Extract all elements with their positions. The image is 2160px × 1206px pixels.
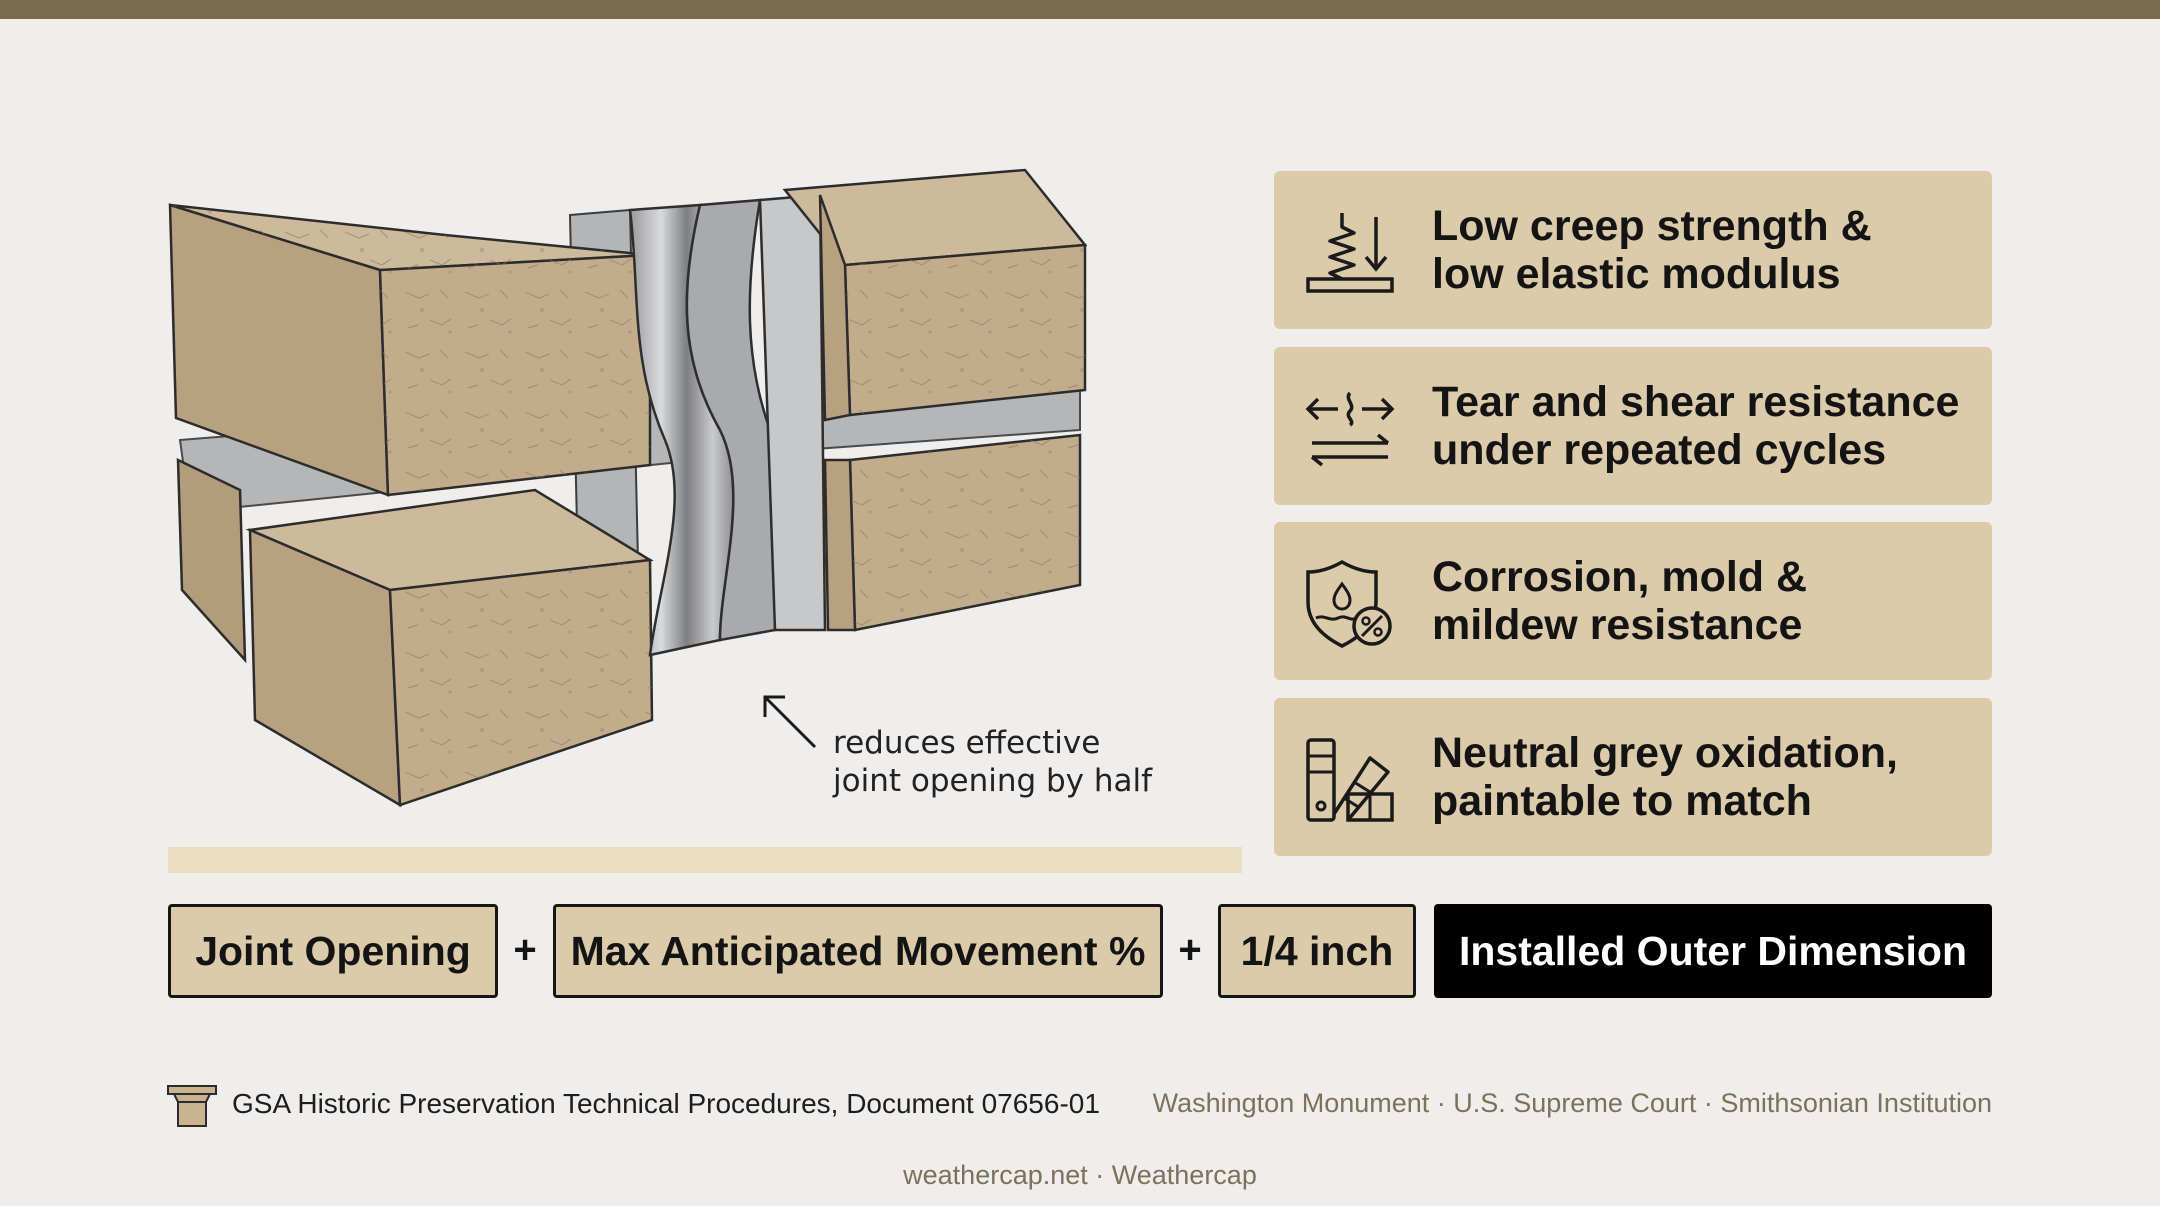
feature-corrosion-line-1: Corrosion, mold & [1432, 553, 1808, 601]
shield-droplet-icon [1306, 559, 1392, 648]
expansion-joint-illustration [168, 168, 1088, 808]
feature-card-corrosion: Corrosion, mold & mildew resistance [1274, 522, 1992, 680]
feature-card-tear-shear: Tear and shear resistance under repeated… [1274, 347, 1992, 505]
callout-line-1: reduces effective [833, 725, 1101, 761]
stone-block-lower-right [823, 433, 1082, 632]
site-credit: weathercap.net · Weathercap [903, 1160, 1257, 1190]
top-accent-bar [0, 0, 2160, 19]
feature-tear-line-2: under repeated cycles [1432, 426, 1887, 474]
joint-opening-callout: reduces effective joint opening by half [833, 724, 1152, 800]
formula-term-quarter-inch: 1/4 inch [1218, 904, 1416, 998]
formula-result-installed-dimension: Installed Outer Dimension [1434, 904, 1992, 998]
stone-block-upper-left [168, 203, 652, 497]
color-swatch-icon [1306, 738, 1394, 822]
formula-term-max-movement: Max Anticipated Movement % [553, 904, 1163, 998]
callout-arrow-icon [763, 695, 817, 749]
formula-plus-1: + [513, 928, 537, 972]
feature-creep-line-2: low elastic modulus [1432, 250, 1841, 298]
spring-compression-icon [1306, 213, 1394, 293]
source-citation: GSA Historic Preservation Technical Proc… [232, 1088, 1100, 1119]
feature-oxidation-line-2: paintable to match [1432, 777, 1812, 825]
callout-line-2: joint opening by half [833, 763, 1153, 799]
feature-card-oxidation: Neutral grey oxidation, paintable to mat… [1274, 698, 1992, 856]
stone-block-upper-right [782, 168, 1088, 422]
feature-tear-line-1: Tear and shear resistance [1432, 378, 1960, 426]
landmark-list: Washington Monument · U.S. Supreme Court… [1152, 1088, 1992, 1118]
feature-oxidation-line-1: Neutral grey oxidation, [1432, 729, 1898, 777]
feature-card-creep: Low creep strength & low elastic modulus [1274, 171, 1992, 329]
formula-term-joint-opening: Joint Opening [168, 904, 498, 998]
feature-creep-line-1: Low creep strength & [1432, 202, 1872, 250]
stone-block-lower-left [176, 457, 654, 808]
column-capital-icon [167, 1085, 217, 1127]
formula-plus-2: + [1178, 928, 1202, 972]
metal-joint-cover [628, 193, 827, 657]
tear-shear-arrows-icon [1305, 391, 1395, 467]
feature-corrosion-line-2: mildew resistance [1432, 601, 1803, 649]
divider-strip [168, 847, 1242, 873]
